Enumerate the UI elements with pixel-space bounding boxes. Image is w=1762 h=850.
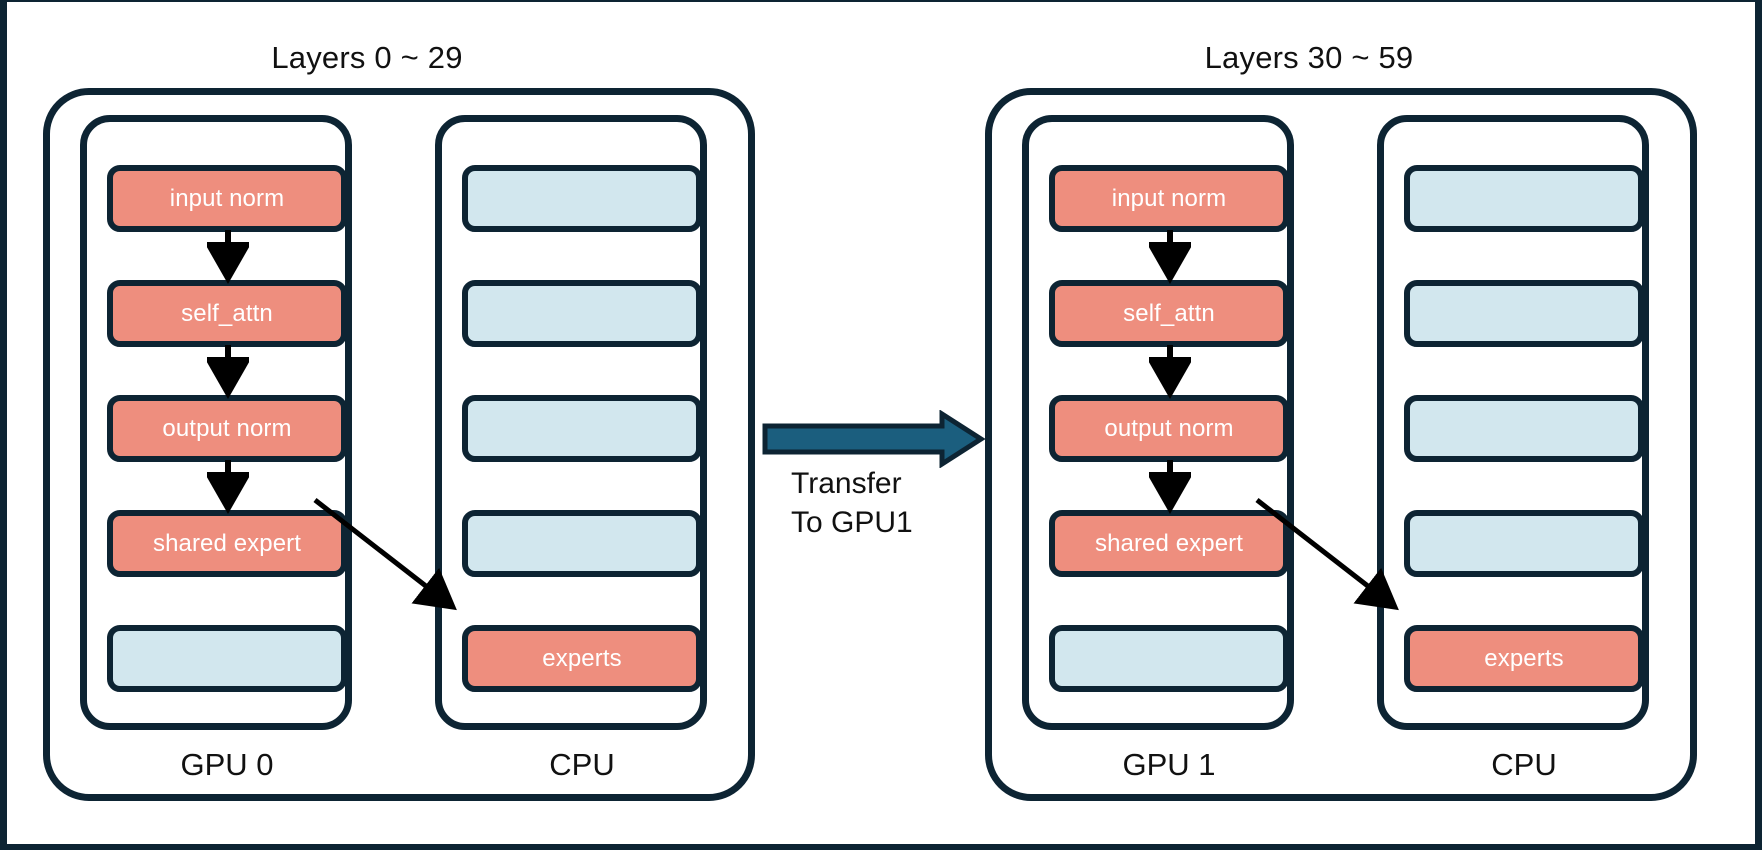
block-experts-cpu-right[interactable]: experts bbox=[1404, 625, 1644, 692]
block-input-norm-gpu0[interactable]: input norm bbox=[107, 165, 347, 232]
block-placeholder-gpu0[interactable] bbox=[107, 625, 347, 692]
device-label-cpu-left: CPU bbox=[549, 747, 615, 782]
transfer-label-line1: Transfer bbox=[791, 467, 902, 500]
block-output-norm-gpu1[interactable]: output norm bbox=[1049, 395, 1289, 462]
block-expert-slot-4-cpu-right[interactable] bbox=[1404, 510, 1644, 577]
block-expert-slot-3-cpu-left[interactable] bbox=[462, 395, 702, 462]
block-expert-slot-3-cpu-right[interactable] bbox=[1404, 395, 1644, 462]
block-expert-slot-4-cpu-left[interactable] bbox=[462, 510, 702, 577]
transfer-arrow bbox=[762, 410, 986, 468]
device-label-gpu-1: GPU 1 bbox=[1122, 747, 1216, 782]
group-title-right: Layers 30 ~ 59 bbox=[1204, 40, 1414, 75]
block-input-norm-gpu1[interactable]: input norm bbox=[1049, 165, 1289, 232]
block-output-norm-gpu0[interactable]: output norm bbox=[107, 395, 347, 462]
block-experts-cpu-left[interactable]: experts bbox=[462, 625, 702, 692]
block-expert-slot-2-cpu-right[interactable] bbox=[1404, 280, 1644, 347]
block-expert-slot-2-cpu-left[interactable] bbox=[462, 280, 702, 347]
device-label-cpu-right: CPU bbox=[1491, 747, 1557, 782]
block-self-attn-gpu1[interactable]: self_attn bbox=[1049, 280, 1289, 347]
device-label-gpu-0: GPU 0 bbox=[180, 747, 274, 782]
block-shared-expert-gpu1[interactable]: shared expert bbox=[1049, 510, 1289, 577]
block-expert-slot-1-cpu-right[interactable] bbox=[1404, 165, 1644, 232]
group-title-left: Layers 0 ~ 29 bbox=[271, 40, 463, 75]
block-expert-slot-1-cpu-left[interactable] bbox=[462, 165, 702, 232]
block-placeholder-gpu1[interactable] bbox=[1049, 625, 1289, 692]
block-shared-expert-gpu0[interactable]: shared expert bbox=[107, 510, 347, 577]
block-self-attn-gpu0[interactable]: self_attn bbox=[107, 280, 347, 347]
transfer-label-line2: To GPU1 bbox=[791, 506, 913, 539]
